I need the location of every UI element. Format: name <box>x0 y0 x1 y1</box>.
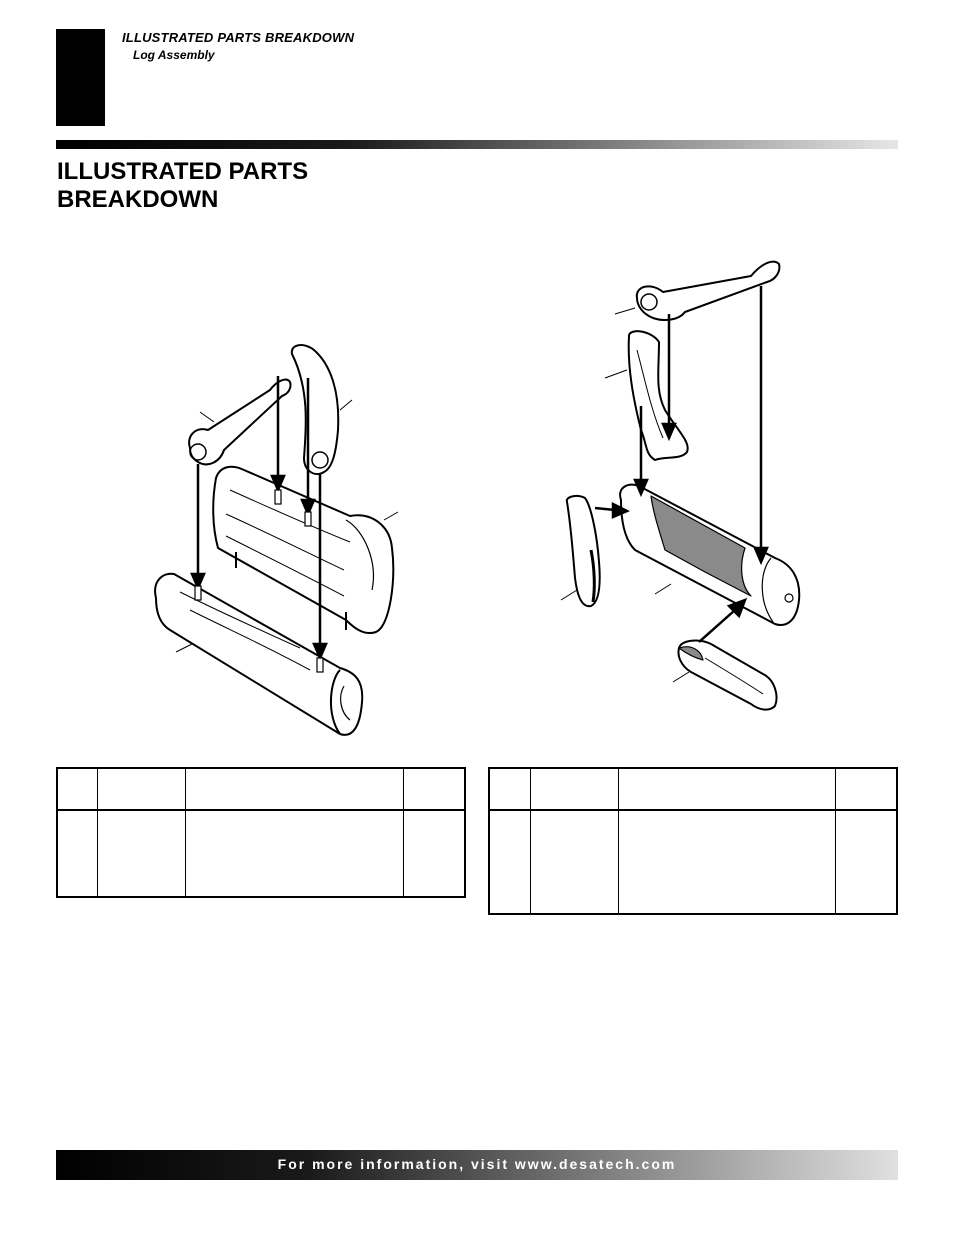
header-gradient-rule <box>56 140 898 149</box>
rear-log <box>212 465 395 634</box>
left-table-col-divider-3 <box>403 769 404 896</box>
page-title: ILLUSTRATED PARTS BREAKDOWN <box>57 158 308 214</box>
left-log-assembly-figure <box>154 344 399 736</box>
right-table-col-divider-1 <box>530 769 531 913</box>
left-table-header-row <box>58 769 464 811</box>
footer-website-text: For more information, visit www.desatech… <box>277 1156 677 1172</box>
page-title-line-1: ILLUSTRATED PARTS <box>57 158 309 185</box>
left-side-log <box>565 494 601 608</box>
page-title-line-2: BREAKDOWN <box>57 186 219 213</box>
section-tab-block <box>56 29 105 126</box>
footer-bar: For more information, visit www.desatech… <box>56 1150 898 1180</box>
left-table-col-divider-2 <box>185 769 186 896</box>
header-section-subtitle: Log Assembly <box>133 48 215 62</box>
header-section-title: ILLUSTRATED PARTS BREAKDOWN <box>122 30 355 45</box>
right-parts-table <box>488 767 898 915</box>
right-table-col-divider-3 <box>835 769 836 913</box>
left-table-col-divider-1 <box>97 769 98 896</box>
left-branch-log <box>188 378 292 466</box>
right-table-header-row <box>490 769 896 811</box>
right-log-assembly-figure <box>560 260 801 711</box>
ember-shading <box>650 495 752 597</box>
front-log <box>154 572 364 736</box>
right-table-col-divider-2 <box>618 769 619 913</box>
right-branch-log <box>290 344 340 476</box>
top-branch-log <box>635 260 781 321</box>
left-parts-table <box>56 767 466 898</box>
